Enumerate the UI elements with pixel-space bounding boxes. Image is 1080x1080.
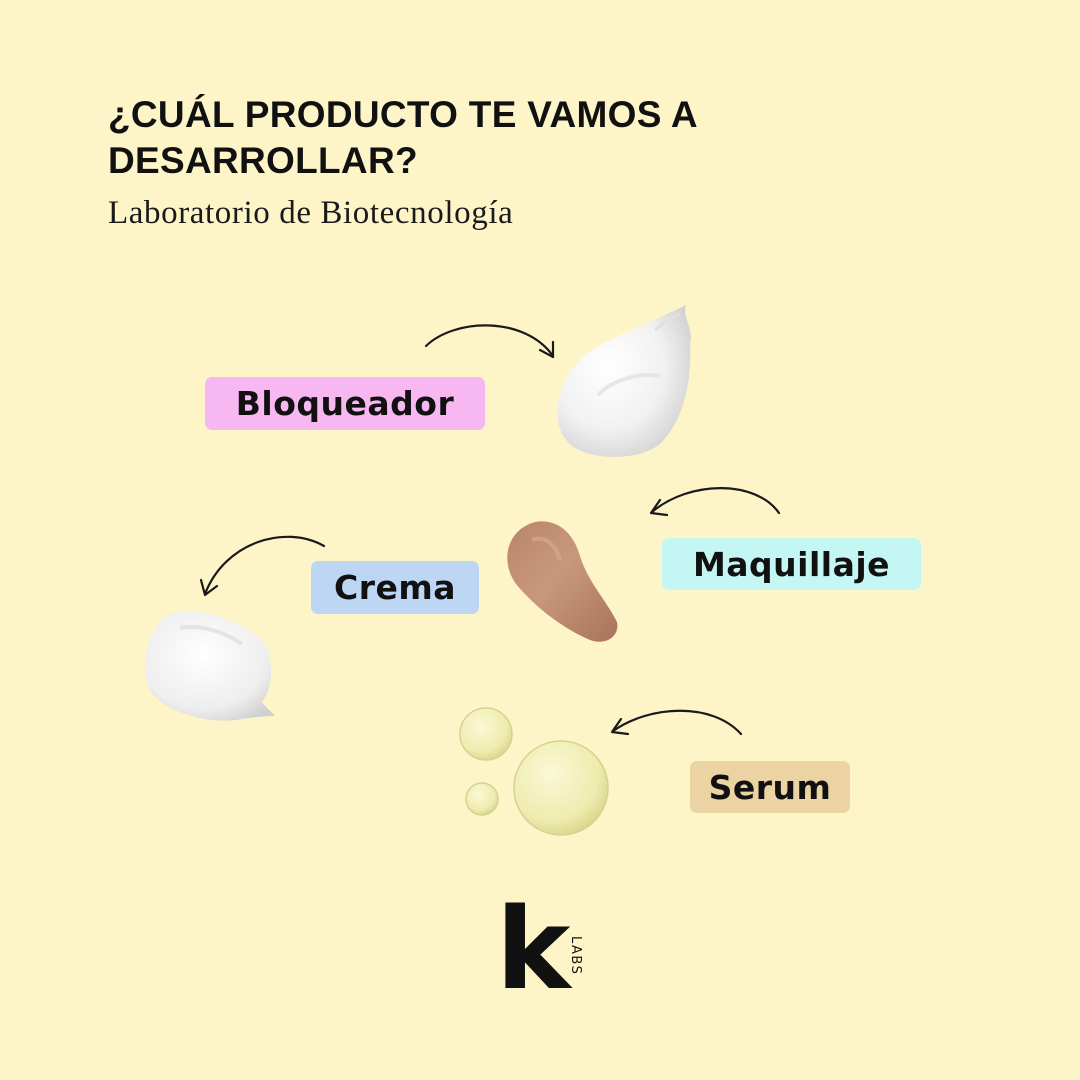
arrow-head-crema-icon	[199, 578, 219, 597]
tag-maquillaje-label: Maquillaje	[692, 544, 891, 584]
tag-serum: Serum	[690, 761, 850, 813]
tag-bloqueador-label: Bloqueador	[235, 384, 455, 423]
arrow-head-serum-icon	[610, 717, 630, 736]
arrow-to-crema-icon	[203, 535, 326, 596]
tag-crema: Crema	[311, 561, 479, 614]
arrow-to-serum-icon	[611, 709, 743, 736]
arrow-head-maquillaje-icon	[649, 498, 669, 517]
page-subtitle: Laboratorio de Biotecnología	[108, 195, 514, 231]
page-title: ¿CUÁL PRODUCTO TE VAMOS A DESARROLLAR?	[108, 94, 697, 181]
tag-bloqueador: Bloqueador	[205, 377, 485, 430]
white-lotion-swatch-icon	[557, 305, 691, 458]
beige-foundation-swatch-icon	[507, 521, 618, 642]
serum-droplets-icon	[459, 707, 609, 836]
logo-sublabel: LABS	[568, 936, 583, 975]
tag-crema-label: Crema	[333, 568, 457, 607]
arrow-to-bloqueador-icon	[424, 324, 555, 358]
arrow-head-bloqueador-icon	[538, 340, 555, 359]
tag-maquillaje: Maquillaje	[662, 538, 921, 590]
k-labs-logo: k LABS	[496, 896, 583, 996]
tag-serum-label: Serum	[708, 767, 832, 807]
logo-mark: k	[496, 896, 573, 996]
arrow-to-maquillaje-icon	[650, 487, 781, 515]
white-cream-swatch-icon	[144, 611, 275, 721]
